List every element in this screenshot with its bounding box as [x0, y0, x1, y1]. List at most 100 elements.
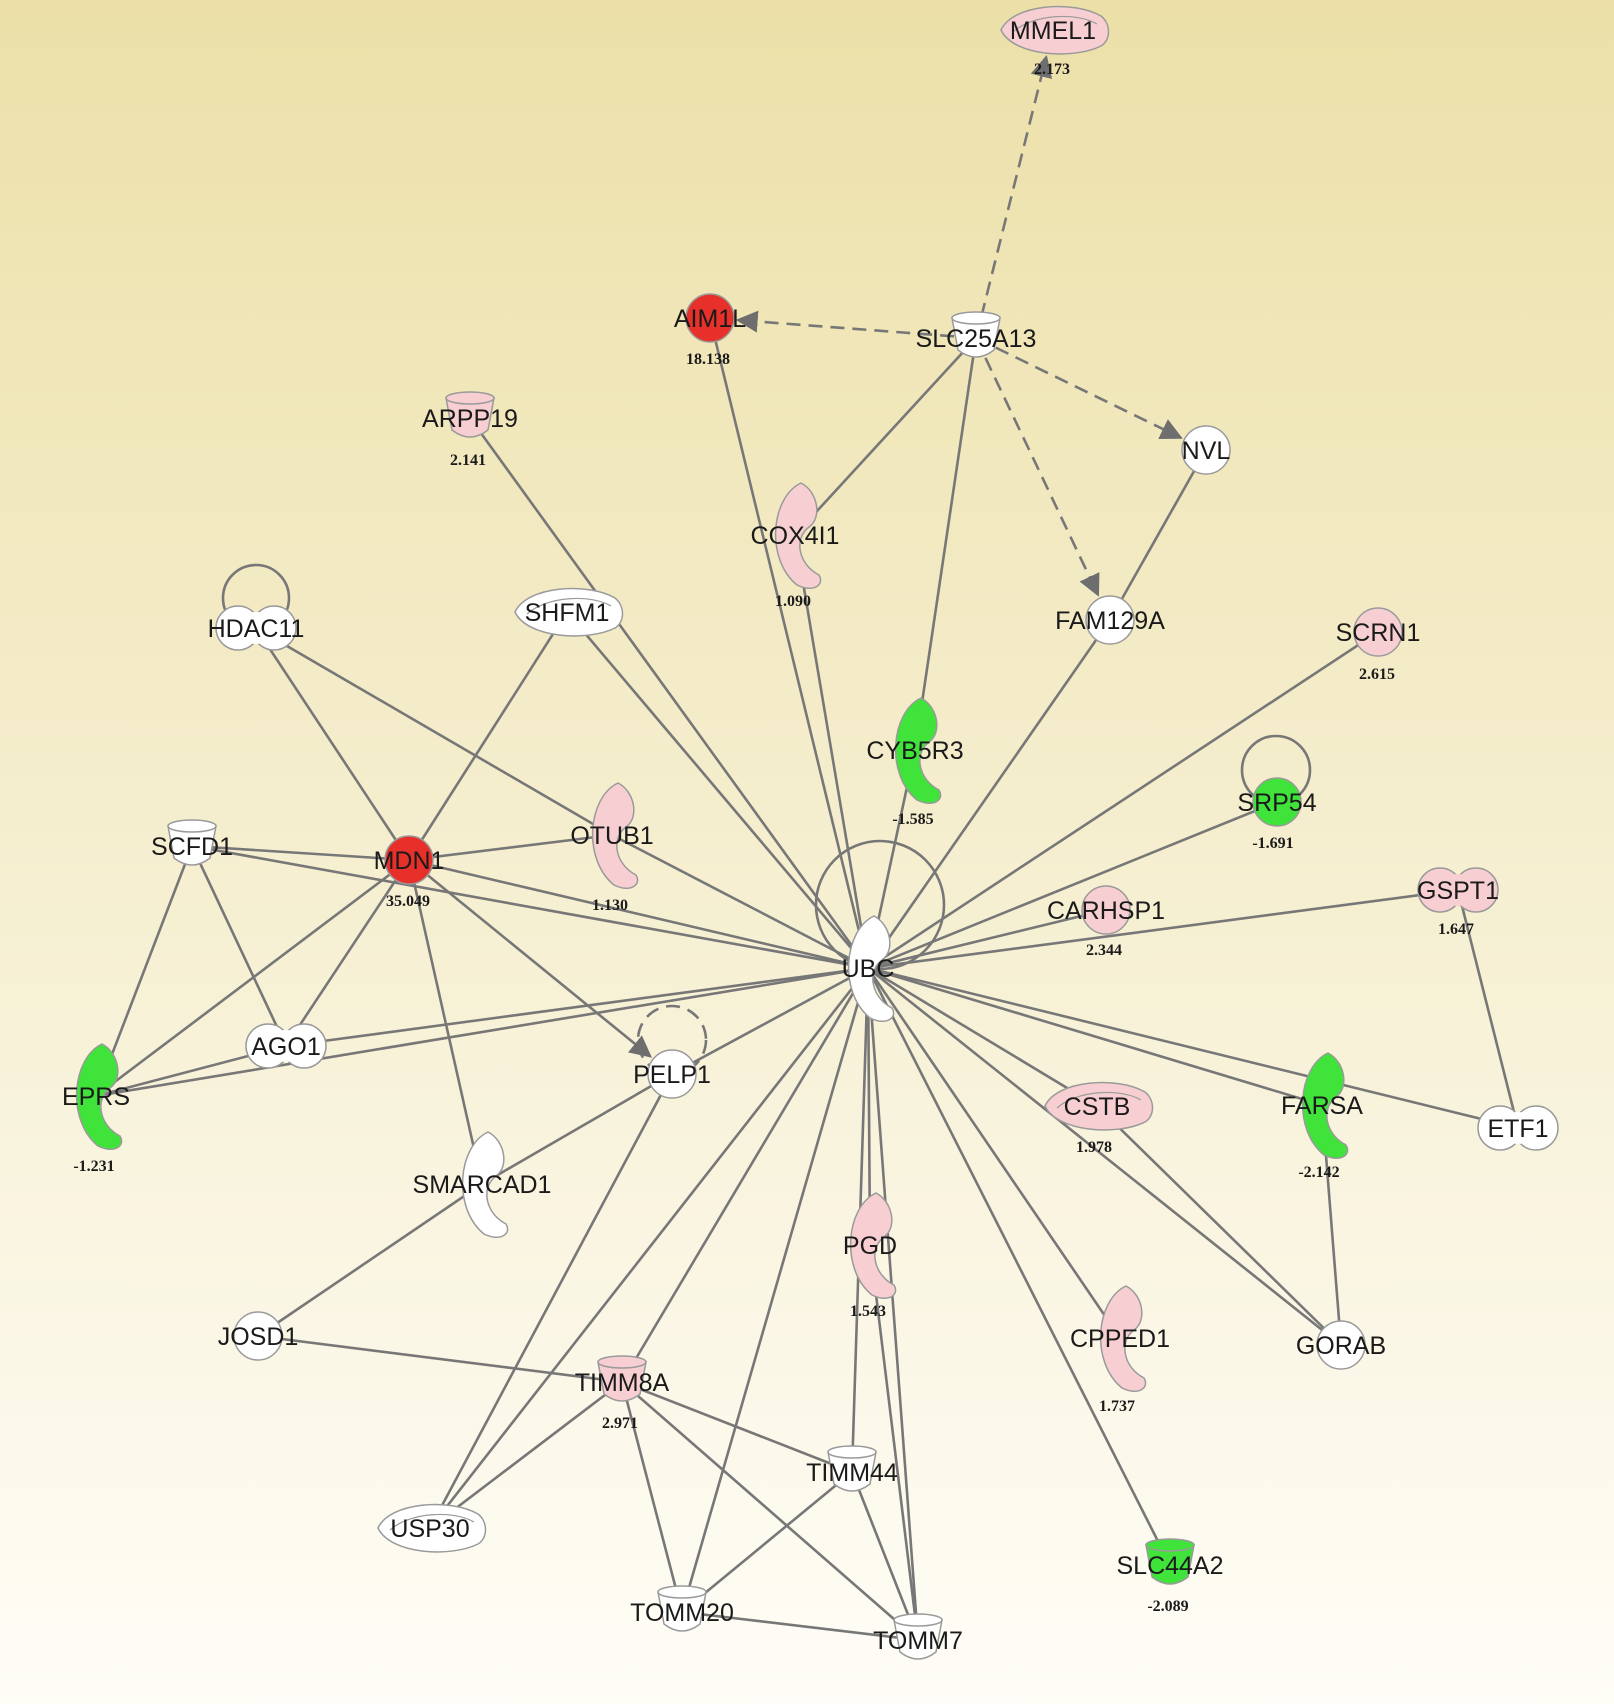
node-label: SLC44A2 — [1116, 1552, 1223, 1580]
edge-mdn1-ago1 — [284, 859, 411, 1047]
node-scfd1[interactable]: SCFD1 — [151, 819, 233, 866]
node-farsa[interactable]: FARSA-2.142 — [1281, 1052, 1363, 1181]
node-shape-transporter — [445, 391, 495, 438]
edge-cstb-gorab — [1096, 1105, 1342, 1346]
node-value: 1.737 — [1099, 1398, 1135, 1415]
edge-smarcad1-josd1 — [257, 1182, 483, 1338]
edge-slc25a13-aim1l — [735, 310, 977, 340]
edge-mdn1-otub1 — [408, 833, 613, 862]
node-label: PELP1 — [633, 1061, 711, 1089]
node-aim1l[interactable]: AIM1L 18.138 — [674, 293, 746, 368]
node-label: FAM129A — [1055, 607, 1165, 635]
edge-ubc-mdn1 — [408, 858, 869, 970]
node-shape-circle — [1181, 425, 1231, 475]
node-srp54[interactable]: SRP54-1.691 — [1237, 777, 1317, 852]
node-label: SMARCAD1 — [413, 1171, 552, 1199]
edge-ubc-tomm20 — [680, 967, 870, 1613]
node-tomm20[interactable]: TOMM20 — [630, 1585, 734, 1632]
node-label: CARHSP1 — [1047, 897, 1165, 925]
node-usp30[interactable]: USP30 — [377, 1503, 487, 1553]
node-fam129a[interactable]: FAM129A — [1055, 595, 1165, 645]
node-timm44[interactable]: TIMM44 — [806, 1445, 898, 1492]
node-value: 2.615 — [1359, 666, 1395, 683]
node-shape-circle — [685, 293, 735, 343]
node-label: SHFM1 — [525, 599, 610, 627]
node-etf1[interactable]: ETF1 — [1477, 1105, 1559, 1151]
node-cpped1[interactable]: CPPED1 1.737 — [1070, 1285, 1170, 1415]
node-value: -1.585 — [892, 811, 933, 828]
node-shape-peanut — [1477, 1105, 1559, 1151]
node-label: TIMM8A — [575, 1369, 670, 1397]
node-shape-circle — [1316, 1320, 1366, 1370]
node-value: 1.647 — [1438, 921, 1474, 938]
node-shape-crescent — [592, 782, 639, 889]
edge-hdac11-mdn1 — [254, 627, 411, 861]
node-label: JOSD1 — [218, 1323, 299, 1351]
node-shape-crescent — [775, 482, 822, 589]
node-gorab[interactable]: GORAB — [1296, 1320, 1386, 1370]
node-shfm1[interactable]: SHFM1 — [514, 587, 624, 637]
edge-ubc-slc44a2 — [866, 967, 1172, 1566]
node-shape-transporter — [827, 1445, 877, 1492]
node-shape-circle — [1085, 595, 1135, 645]
node-label: USP30 — [390, 1515, 469, 1543]
node-josd1[interactable]: JOSD1 — [218, 1311, 299, 1361]
edge-ubc-ago1 — [285, 966, 869, 1048]
node-value: 18.138 — [686, 351, 730, 368]
edge-mdn1-eprs — [95, 858, 410, 1098]
node-hdac11[interactable]: HDAC11 — [208, 605, 305, 651]
node-label: COX4I1 — [751, 522, 840, 550]
node-cyb5r3[interactable]: CYB5R3 -1.585 — [866, 697, 964, 828]
edge-ubc-etf1 — [867, 966, 1519, 1130]
node-nvl[interactable]: NVL — [1181, 425, 1231, 475]
node-value: -1.231 — [73, 1158, 114, 1175]
node-label: GSPT1 — [1417, 877, 1499, 905]
node-shape-transporter — [893, 1613, 943, 1660]
node-smarcad1[interactable]: SMARCAD1 — [413, 1131, 552, 1238]
node-label: AIM1L — [674, 305, 746, 333]
node-value: 2.141 — [450, 452, 486, 469]
node-slc44a2[interactable]: SLC44A2-2.089 — [1116, 1538, 1224, 1615]
node-shape-transporter — [1145, 1538, 1195, 1585]
node-slc25a13[interactable]: SLC25A13 — [916, 311, 1037, 358]
node-pelp1[interactable]: PELP1 — [633, 1049, 711, 1099]
node-shape-enzyme — [1000, 5, 1110, 55]
edge-ubc-pelp1 — [671, 966, 869, 1076]
node-shape-crescent — [848, 915, 895, 1022]
node-ago1[interactable]: AGO1 — [245, 1023, 327, 1069]
node-shape-circle — [384, 835, 434, 885]
node-label: TIMM44 — [806, 1459, 898, 1487]
edge-ubc-aim1l — [708, 317, 870, 969]
node-label: ETF1 — [1487, 1115, 1548, 1143]
node-tomm7[interactable]: TOMM7 — [873, 1613, 963, 1660]
node-label: CPPED1 — [1070, 1325, 1170, 1353]
node-value: 2.971 — [602, 1415, 638, 1432]
edge-ubc-farsa — [867, 966, 1323, 1107]
edge-mdn1-pelp1 — [408, 858, 652, 1058]
edge-ubc-cox4i1 — [793, 534, 870, 969]
edge-slc25a13-cox4i1 — [794, 337, 977, 536]
edge-ubc-otub1 — [611, 833, 869, 970]
edge-timm8a-timm44 — [621, 1380, 853, 1474]
node-label: PGD — [843, 1232, 897, 1260]
node-shape-crescent — [850, 1192, 897, 1299]
node-gspt1[interactable]: GSPT1 1.647 — [1417, 867, 1499, 938]
node-value: -1.691 — [1252, 835, 1293, 852]
edge-slc25a13-mmel1 — [974, 55, 1053, 339]
node-label: FARSA — [1281, 1092, 1363, 1120]
node-timm8a[interactable]: TIMM8A 2.971 — [575, 1355, 670, 1432]
node-shape-crescent — [895, 697, 942, 804]
node-label: CYB5R3 — [866, 737, 963, 765]
node-eprs[interactable]: EPRS-1.231 — [62, 1043, 130, 1175]
edge-ubc-gorab — [867, 966, 1342, 1347]
node-ubc[interactable]: UBC — [842, 915, 895, 1022]
